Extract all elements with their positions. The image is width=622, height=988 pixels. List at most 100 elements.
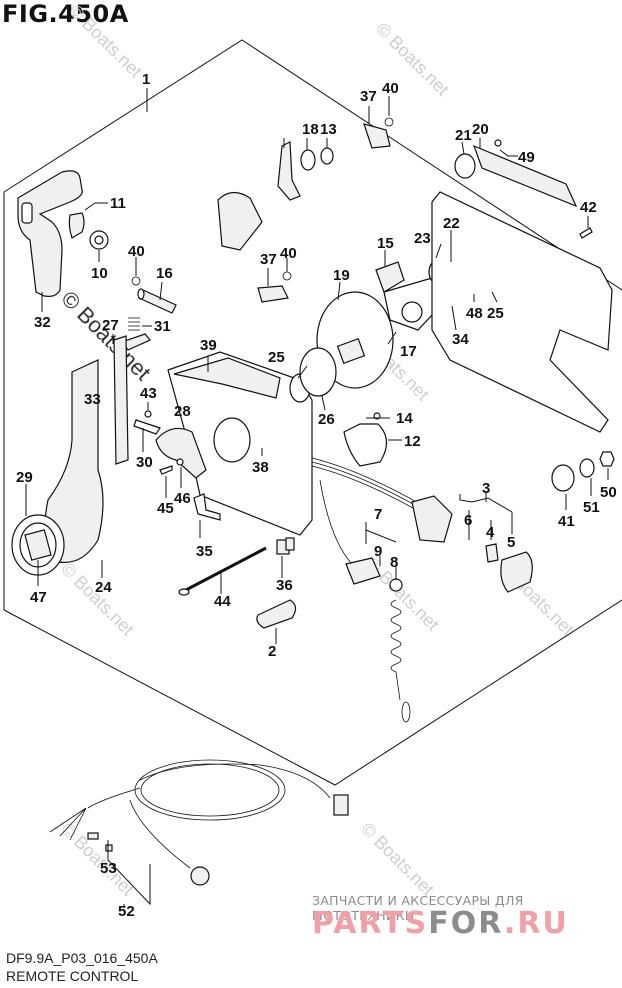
part-28-cam[interactable] — [155, 427, 207, 479]
part-40-clip[interactable] — [282, 271, 292, 281]
part-33-bracket[interactable] — [113, 335, 129, 465]
callout-42[interactable]: 42 — [580, 199, 597, 216]
callout-49[interactable]: 49 — [518, 149, 535, 166]
callout-40a[interactable]: 40 — [382, 80, 399, 97]
part-6-ignition-switch[interactable] — [411, 495, 453, 543]
callout-18[interactable]: 18 — [302, 121, 319, 138]
part-8-lanyard[interactable] — [389, 578, 411, 723]
callout-38[interactable]: 38 — [252, 459, 269, 476]
callout-26[interactable]: 26 — [318, 411, 335, 428]
callout-41[interactable]: 41 — [558, 513, 575, 530]
part-16-pin[interactable] — [137, 288, 177, 314]
callout-17[interactable]: 17 — [400, 343, 417, 360]
part-20-cover[interactable] — [472, 144, 578, 208]
part-4-key[interactable] — [485, 543, 499, 563]
callout-32[interactable]: 32 — [34, 314, 51, 331]
part-13-washer[interactable] — [320, 147, 334, 165]
part-36-cap[interactable] — [276, 537, 295, 555]
part-39-label-panel[interactable] — [173, 357, 281, 399]
callout-12[interactable]: 12 — [404, 433, 421, 450]
callout-25b[interactable]: 25 — [487, 305, 504, 322]
callout-40b[interactable]: 40 — [128, 243, 145, 260]
part-41-grommet[interactable] — [551, 464, 575, 492]
callout-36[interactable]: 36 — [276, 577, 293, 594]
part-21-seal[interactable] — [454, 153, 476, 179]
part-26-gasket[interactable] — [299, 347, 337, 397]
part-11-cap[interactable] — [68, 212, 85, 239]
callout-28[interactable]: 28 — [174, 403, 191, 420]
callout-39[interactable]: 39 — [200, 337, 217, 354]
part-upper-bracket[interactable] — [217, 191, 263, 251]
part-37-holder[interactable] — [363, 123, 391, 149]
callout-37b[interactable]: 37 — [260, 251, 277, 268]
callout-23[interactable]: 23 — [414, 230, 431, 247]
callout-24[interactable]: 24 — [95, 579, 112, 596]
callout-22[interactable]: 22 — [443, 215, 460, 232]
callout-31[interactable]: 31 — [154, 318, 171, 335]
part-43-screw[interactable] — [144, 410, 152, 418]
callout-25a[interactable]: 25 — [268, 349, 285, 366]
callout-11[interactable]: 11 — [110, 195, 126, 212]
callout-27[interactable]: 27 — [102, 317, 119, 334]
callout-16[interactable]: 16 — [156, 265, 173, 282]
callout-44[interactable]: 44 — [214, 593, 231, 610]
callout-33[interactable]: 33 — [84, 391, 101, 408]
part-10-washer[interactable] — [89, 230, 109, 250]
callout-20[interactable]: 20 — [472, 121, 489, 138]
part-32-handle-grip[interactable] — [17, 170, 83, 297]
part-37-holder[interactable] — [257, 285, 289, 303]
part-12-buzzer[interactable] — [343, 423, 388, 467]
callout-40c[interactable]: 40 — [280, 245, 297, 262]
callout-10[interactable]: 10 — [91, 265, 108, 282]
part-40-clip[interactable] — [131, 276, 141, 286]
callout-3[interactable]: 3 — [482, 480, 490, 497]
callout-19[interactable]: 19 — [333, 267, 350, 284]
part-17-plate[interactable] — [383, 277, 447, 331]
callout-9[interactable]: 9 — [374, 543, 382, 560]
callout-6[interactable]: 6 — [464, 512, 472, 529]
callout-14[interactable]: 14 — [396, 410, 413, 427]
part-35-bracket[interactable] — [193, 493, 221, 521]
part-51-washer[interactable] — [579, 458, 595, 478]
callout-35[interactable]: 35 — [196, 543, 213, 560]
part-46-washer[interactable] — [176, 458, 184, 466]
part-47-emblem[interactable] — [24, 529, 52, 561]
part-42-screw[interactable] — [579, 227, 593, 239]
callout-50[interactable]: 50 — [600, 484, 617, 501]
part-19-friction-disc[interactable] — [316, 291, 394, 389]
part-2-plate[interactable] — [256, 599, 297, 629]
part-50-nut[interactable] — [599, 451, 615, 467]
part-30-plate[interactable] — [133, 419, 161, 435]
callout-2[interactable]: 2 — [268, 643, 276, 660]
part-5-key-cover[interactable] — [500, 551, 533, 593]
callout-51[interactable]: 51 — [583, 499, 600, 516]
callout-13[interactable]: 13 — [320, 121, 337, 138]
part-49-screw[interactable] — [494, 139, 502, 147]
part-31-spring[interactable] — [128, 317, 140, 331]
callout-8[interactable]: 8 — [390, 554, 398, 571]
callout-47[interactable]: 47 — [30, 589, 47, 606]
callout-4[interactable]: 4 — [486, 524, 495, 541]
part-45-screw[interactable] — [159, 465, 173, 475]
callout-21[interactable]: 21 — [455, 127, 472, 144]
callout-5[interactable]: 5 — [507, 534, 515, 551]
part-53-clip[interactable] — [105, 844, 113, 852]
callout-30[interactable]: 30 — [136, 454, 153, 471]
callout-34[interactable]: 34 — [452, 331, 469, 348]
part-18-seal[interactable] — [300, 149, 316, 171]
callout-46[interactable]: 46 — [174, 490, 191, 507]
part-lock-arm[interactable] — [277, 141, 301, 201]
part-9-stop-switch[interactable] — [345, 557, 381, 585]
part-52-extension-harness[interactable] — [49, 759, 349, 886]
part-44-screw[interactable] — [178, 546, 267, 596]
callout-45[interactable]: 45 — [157, 500, 174, 517]
part-side-cover[interactable] — [431, 191, 613, 433]
part-40-clip[interactable] — [384, 117, 394, 127]
callout-29[interactable]: 29 — [16, 469, 33, 486]
callout-37a[interactable]: 37 — [360, 88, 377, 105]
callout-43[interactable]: 43 — [140, 385, 157, 402]
callout-48[interactable]: 48 — [466, 305, 483, 322]
callout-1[interactable]: 1 — [142, 71, 150, 88]
callout-52[interactable]: 52 — [118, 903, 135, 920]
callout-53[interactable]: 53 — [100, 860, 117, 877]
